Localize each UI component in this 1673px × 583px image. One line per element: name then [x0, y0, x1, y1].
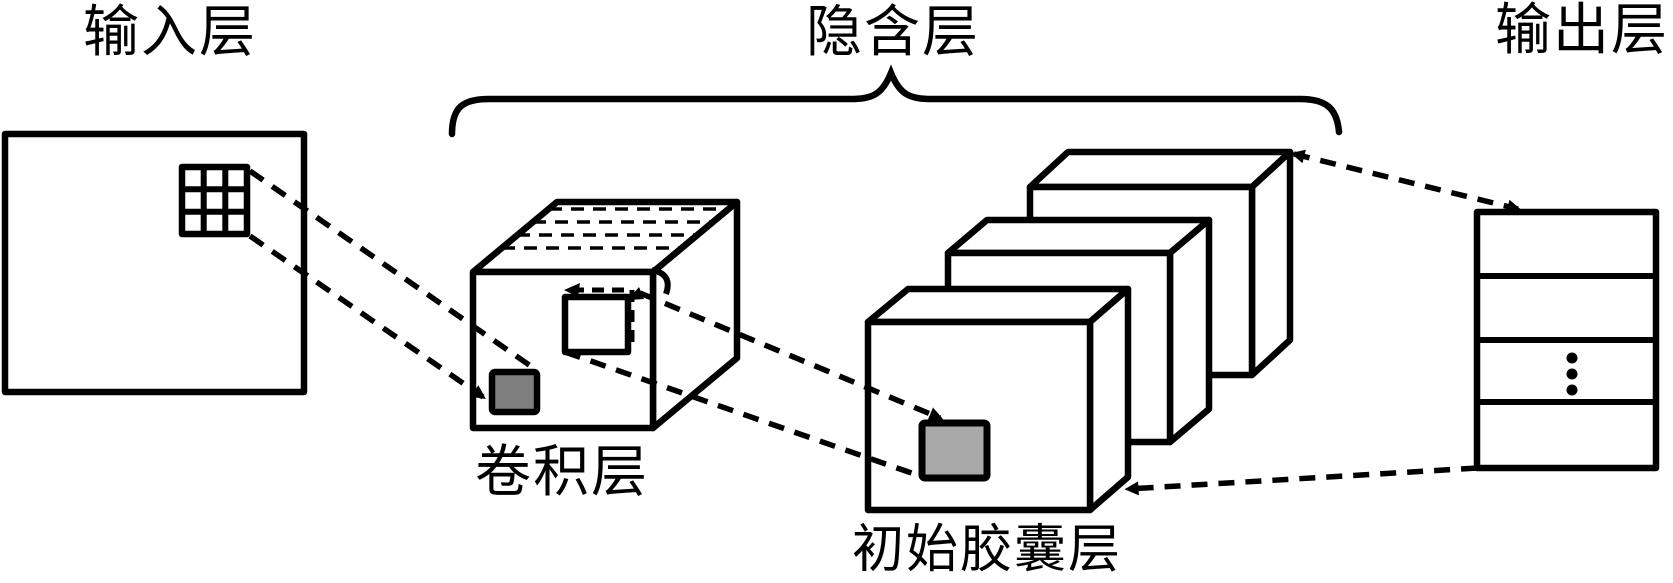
input-image-box [1, 130, 308, 396]
primary-capsule-layer-label: 初始胶囊层 [852, 522, 1122, 579]
input-layer-label: 输入层 [83, 2, 257, 64]
conv-layer-label: 卷积层 [475, 442, 649, 504]
receptive-field-grid [178, 163, 251, 238]
vertical-ellipsis-icon [1566, 352, 1578, 396]
output-layer-column [1473, 208, 1660, 472]
kernel-arrowhead-left [564, 283, 580, 297]
conv-kernel-shifted-window [572, 287, 635, 348]
kernel-arrowhead-corner [628, 287, 644, 300]
caps-to-output-bottom-line [1124, 465, 1478, 496]
conv-kernel-window [561, 267, 671, 356]
capsule-slab-front [864, 285, 1132, 514]
caps-feature-patch [918, 419, 991, 482]
input-to-conv-lower-line [248, 233, 486, 400]
output-layer-label: 输出层 [1495, 0, 1669, 62]
slide-hook-arrow [651, 267, 671, 295]
conv-to-caps-upper-line [638, 290, 944, 421]
caps-to-output-top-line [1290, 149, 1522, 214]
conv-feature-patch [488, 368, 541, 416]
input-to-conv-upper-line [248, 168, 534, 370]
hidden-layer-label: 隐含层 [806, 2, 980, 64]
hidden-layer-brace [448, 64, 1343, 138]
connector-lines [248, 149, 1522, 496]
conv-to-caps-lower-line [564, 349, 921, 479]
